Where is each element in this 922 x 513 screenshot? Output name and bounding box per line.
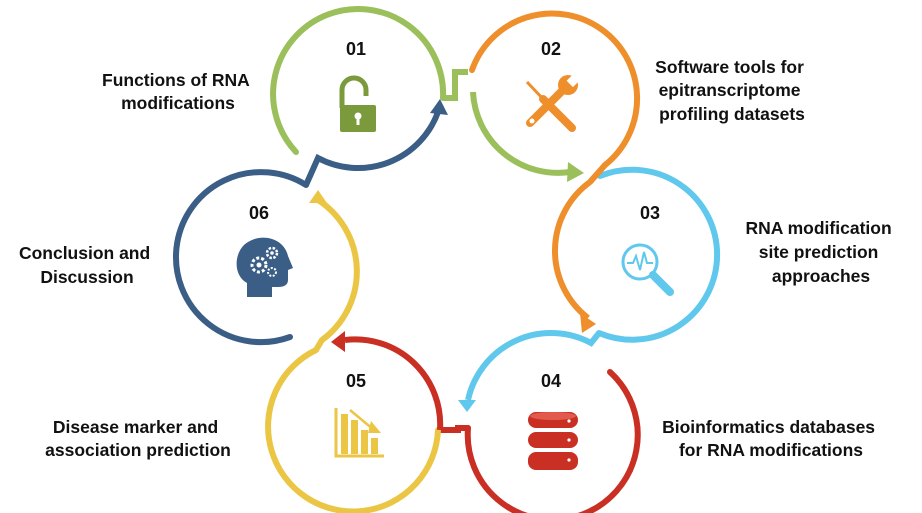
arrowhead-to-01	[430, 99, 448, 115]
arrowhead-to-04	[580, 313, 596, 333]
step-04-label: Bioinformatics databases for RNA modific…	[662, 417, 880, 460]
step-05-number: 05	[346, 371, 366, 391]
connector-orange-down	[552, 163, 608, 321]
step-03-label: RNA modification site prediction approac…	[745, 218, 896, 286]
database-icon	[528, 412, 578, 470]
connector-yellow-up	[313, 197, 360, 352]
padlock-icon	[339, 75, 376, 132]
step-03-ring	[596, 166, 721, 343]
arrowhead-to-06-top	[309, 190, 327, 203]
step-01-label: Functions of RNA modifications	[102, 70, 254, 113]
magnifier-pulse-icon	[621, 243, 674, 296]
step-05-ring	[265, 347, 441, 513]
step-03-number: 03	[640, 203, 660, 223]
step-06-label: Conclusion and Discussion	[19, 243, 155, 287]
connector-01-02	[443, 69, 468, 101]
arrowhead-to-05	[458, 400, 476, 412]
connector-red-left	[344, 336, 444, 431]
arrowhead-to-06	[331, 331, 345, 352]
step-06-number: 06	[249, 203, 269, 223]
step-02-ring	[469, 10, 641, 168]
arrowhead-to-03	[567, 162, 584, 182]
step-01-ring	[270, 5, 447, 155]
step-06-ring	[173, 169, 309, 346]
connector-02-03	[470, 91, 571, 176]
step-01-number: 01	[346, 39, 366, 59]
head-gears-icon	[236, 237, 293, 297]
connector-blue-down	[465, 330, 602, 401]
bar-chart-decline-icon	[334, 408, 384, 458]
step-04-ring	[464, 369, 641, 513]
tools-icon	[525, 72, 581, 132]
connector-06-01	[303, 110, 441, 187]
step-05-label: Disease marker and association predictio…	[45, 417, 231, 460]
step-02-label: Software tools for epitranscriptome prof…	[655, 57, 809, 124]
step-04-number: 04	[541, 371, 561, 391]
step-02-number: 02	[541, 39, 561, 59]
connector-04-05	[440, 425, 468, 433]
